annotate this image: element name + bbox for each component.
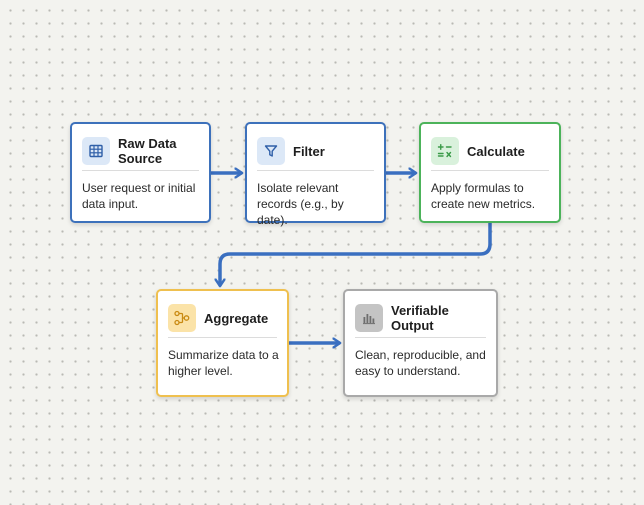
arrow-calc-to-aggregate [220, 221, 492, 285]
node-description: Summarize data to a higher level. [168, 348, 279, 378]
node-header: Raw Data Source [82, 132, 199, 171]
calculator-symbols-icon [431, 137, 459, 165]
node-title: Calculate [467, 143, 525, 159]
node-title: Aggregate [204, 310, 269, 326]
node-description: Clean, reproducible, and easy to underst… [355, 348, 486, 378]
node-calculate[interactable]: Calculate Apply formulas to create new m… [419, 122, 561, 223]
bar-chart-icon [355, 304, 383, 332]
node-description: User request or initial data input. [82, 181, 196, 211]
node-verifiable-output[interactable]: Verifiable Output Clean, reproducible, a… [343, 289, 498, 397]
node-filter[interactable]: Filter Isolate relevant records (e.g., b… [245, 122, 386, 227]
node-title: Verifiable Output [391, 303, 449, 333]
funnel-icon [257, 137, 285, 165]
node-description: Isolate relevant records (e.g., by date)… [257, 181, 344, 227]
node-title: Filter [293, 143, 325, 159]
node-title: Raw Data Source [118, 136, 177, 166]
node-aggregate[interactable]: Aggregate Summarize data to a higher lev… [156, 289, 289, 397]
merge-nodes-icon [168, 304, 196, 332]
node-header: Verifiable Output [355, 299, 486, 338]
node-description: Apply formulas to create new metrics. [431, 181, 536, 211]
node-raw-data-source[interactable]: Raw Data Source User request or initial … [70, 122, 211, 223]
node-header: Filter [257, 132, 374, 171]
table-grid-icon [82, 137, 110, 165]
node-header: Calculate [431, 132, 549, 171]
node-header: Aggregate [168, 299, 277, 338]
